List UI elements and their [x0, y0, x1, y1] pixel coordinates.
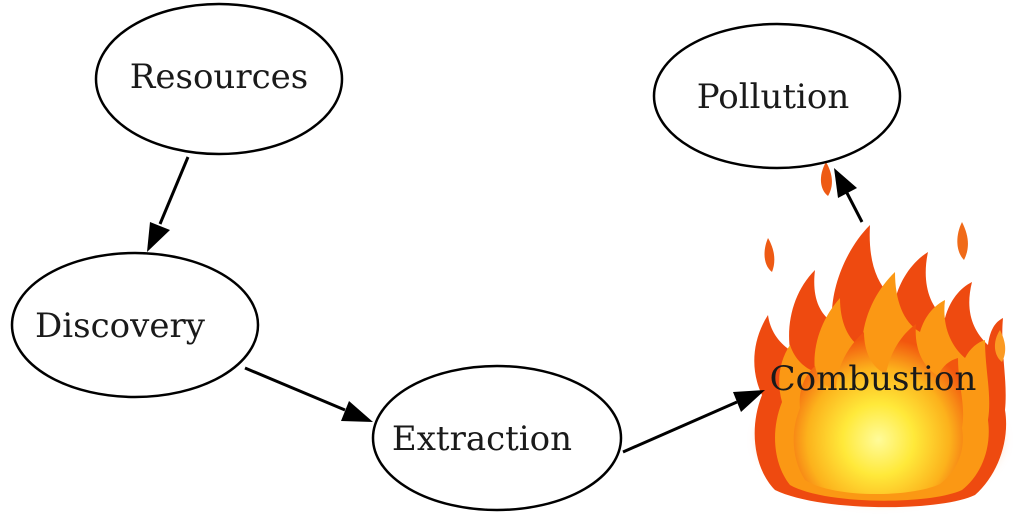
edge-extraction-combustion	[622, 390, 765, 454]
edge-discovery-extraction	[244, 366, 373, 422]
node-pollution: Pollution	[652, 22, 902, 170]
node-combustion-label: Combustion	[770, 359, 977, 399]
edge-resources-discovery	[147, 156, 190, 252]
node-discovery-label: Discovery	[35, 306, 206, 346]
node-pollution-label: Pollution	[697, 77, 850, 117]
node-discovery: Discovery	[10, 251, 260, 399]
node-resources: Resources	[94, 2, 344, 156]
node-combustion: Combustion	[770, 359, 977, 399]
node-resources-label: Resources	[130, 57, 308, 97]
fire-icon	[754, 162, 1007, 508]
node-extraction: Extraction	[371, 364, 623, 512]
node-extraction-label: Extraction	[392, 419, 572, 459]
edge-combustion-pollution	[834, 168, 864, 223]
